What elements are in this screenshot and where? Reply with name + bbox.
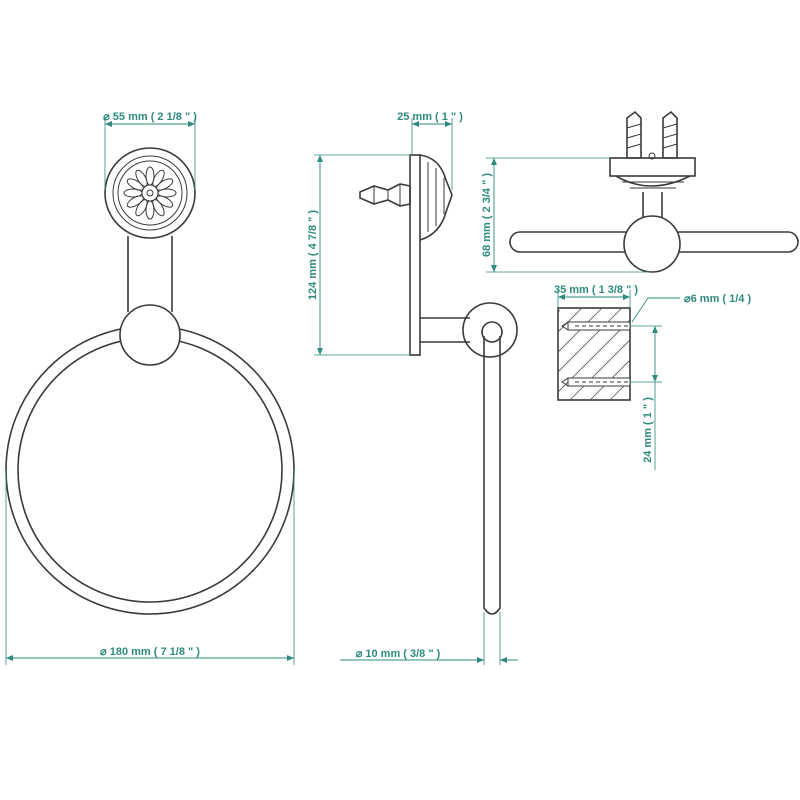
label-mount-height: 68 mm ( 2 3/4 " ) <box>481 173 493 257</box>
label-screw-hole: ⌀6 mm ( 1/4 ) <box>684 293 751 305</box>
top-plate <box>609 157 696 177</box>
ring-rod-side <box>483 336 501 615</box>
label-height: 124 mm ( 4 7/8 " ) <box>307 210 319 301</box>
label-bracket-width: 35 mm ( 1 3/8 " ) <box>554 284 638 296</box>
dimension-labels: ⌀ 55 mm ( 2 1/8 " ) 25 mm ( 1 " ) 124 mm… <box>100 111 751 660</box>
rosette-inner-rim <box>117 160 183 226</box>
hub-side <box>462 302 518 358</box>
back-plate <box>409 154 421 356</box>
label-rosette-diameter: ⌀ 55 mm ( 2 1/8 " ) <box>103 111 197 123</box>
hub-center <box>481 321 503 343</box>
rosette-rim <box>112 155 188 231</box>
label-rod-diameter: ⌀ 10 mm ( 3/8 " ) <box>356 648 441 660</box>
ring-hub <box>119 304 181 366</box>
section-block <box>557 307 631 401</box>
top-screws <box>626 110 678 160</box>
rosette-ornament <box>123 166 177 220</box>
front-view <box>5 147 295 615</box>
rosette-profile <box>419 154 453 241</box>
label-depth: 25 mm ( 1 " ) <box>397 111 463 123</box>
top-view <box>509 110 799 273</box>
top-rosette <box>615 175 691 187</box>
ring-outer <box>5 325 295 615</box>
top-hub <box>623 215 681 273</box>
dimension-lines <box>5 117 680 665</box>
rosette-outer <box>104 147 196 239</box>
side-view <box>359 154 518 615</box>
wall-anchor <box>359 183 411 207</box>
ring-inner <box>17 337 283 603</box>
label-hole-spacing: 24 mm ( 1 " ) <box>642 397 654 463</box>
label-ring-diameter: ⌀ 180 mm ( 7 1/8 " ) <box>100 646 200 658</box>
